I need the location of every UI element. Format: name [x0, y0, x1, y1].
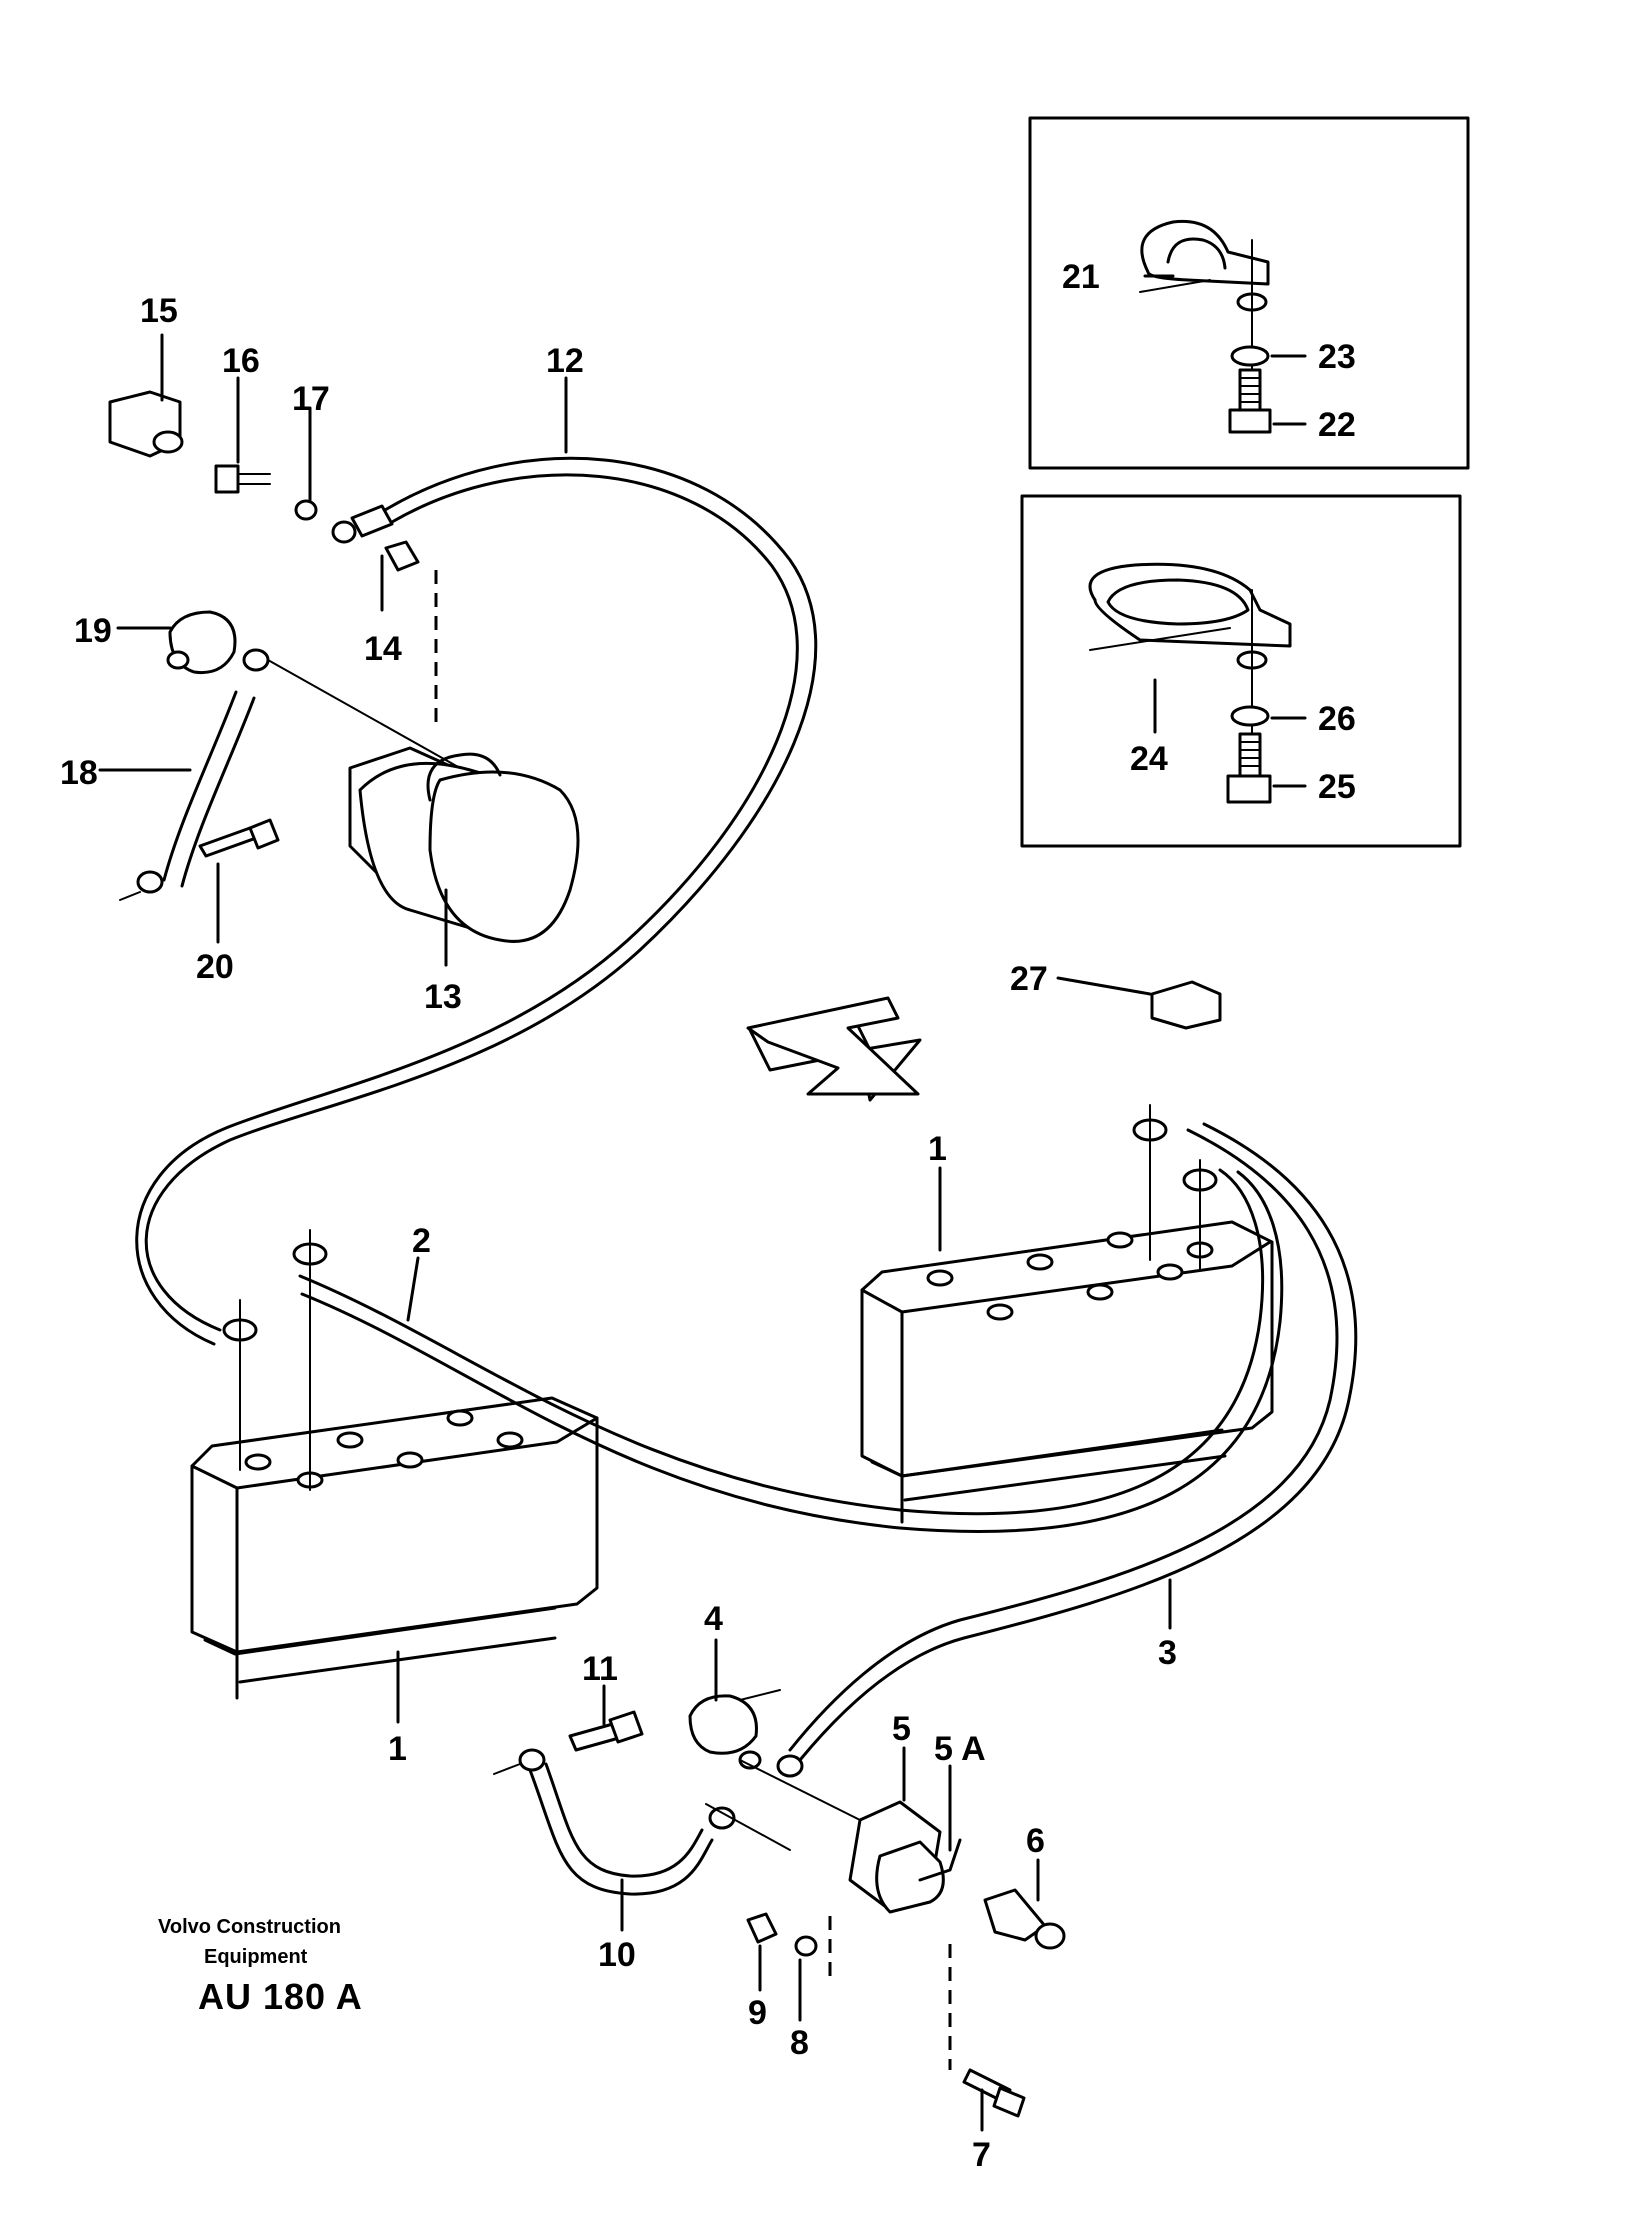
- callout-25: 25: [1318, 768, 1356, 806]
- callout-1-right: 1: [928, 1130, 947, 1168]
- callout-4: 4: [704, 1600, 723, 1638]
- battery-right: [860, 1220, 1274, 1524]
- brand-name-line1: Volvo Construction: [158, 1916, 341, 1938]
- starter-motor: [348, 746, 580, 967]
- callout-12: 12: [546, 342, 584, 380]
- callout-6: 6: [1026, 1822, 1045, 1860]
- leader-lines: [98, 333, 1172, 2132]
- callout-7: 7: [972, 2136, 991, 2174]
- callout-5: 5: [892, 1710, 911, 1748]
- callout-24: 24: [1130, 740, 1168, 778]
- callout-11: 11: [582, 1650, 618, 1688]
- callout-17: 17: [292, 380, 330, 418]
- direction-arrow-head: [746, 996, 920, 1096]
- drawing-code: AU 180 A: [198, 1976, 363, 2017]
- callout-16: 16: [222, 342, 260, 380]
- callout-2: 2: [412, 1222, 431, 1260]
- cable-10: [528, 1762, 714, 1896]
- detail-box-clamp-large: [1020, 494, 1462, 848]
- callout-15: 15: [140, 292, 178, 330]
- callout-26: 26: [1318, 700, 1356, 738]
- callout-23: 23: [1318, 338, 1356, 376]
- callout-18: 18: [60, 754, 98, 792]
- callout-27: 27: [1010, 960, 1048, 998]
- cable-3: [788, 1122, 1358, 1762]
- detail-box-clamp-small: [1028, 116, 1470, 470]
- callout-1-left: 1: [388, 1730, 407, 1768]
- callout-10: 10: [598, 1936, 636, 1974]
- callout-9: 9: [748, 1994, 767, 2032]
- callout-labels: 15 16 17 12 14 19 18 20 13 21 23 22 24 2…: [60, 258, 1356, 2174]
- callout-5a: 5 A: [934, 1730, 986, 1768]
- brand-name-line2: Equipment: [204, 1946, 308, 1968]
- battery-left: [190, 1396, 599, 1700]
- terminal-connectors: [108, 390, 1222, 2118]
- callout-20: 20: [196, 948, 234, 986]
- callout-19: 19: [74, 612, 112, 650]
- cable-2: [298, 1168, 1284, 1534]
- callout-8: 8: [790, 2024, 809, 2062]
- callout-22: 22: [1318, 406, 1356, 444]
- callout-13: 13: [424, 978, 462, 1016]
- cable-12: [135, 456, 818, 1346]
- callout-21: 21: [1062, 258, 1100, 296]
- cable-18: [162, 690, 256, 888]
- callout-14: 14: [364, 630, 402, 668]
- callout-3: 3: [1158, 1634, 1177, 1672]
